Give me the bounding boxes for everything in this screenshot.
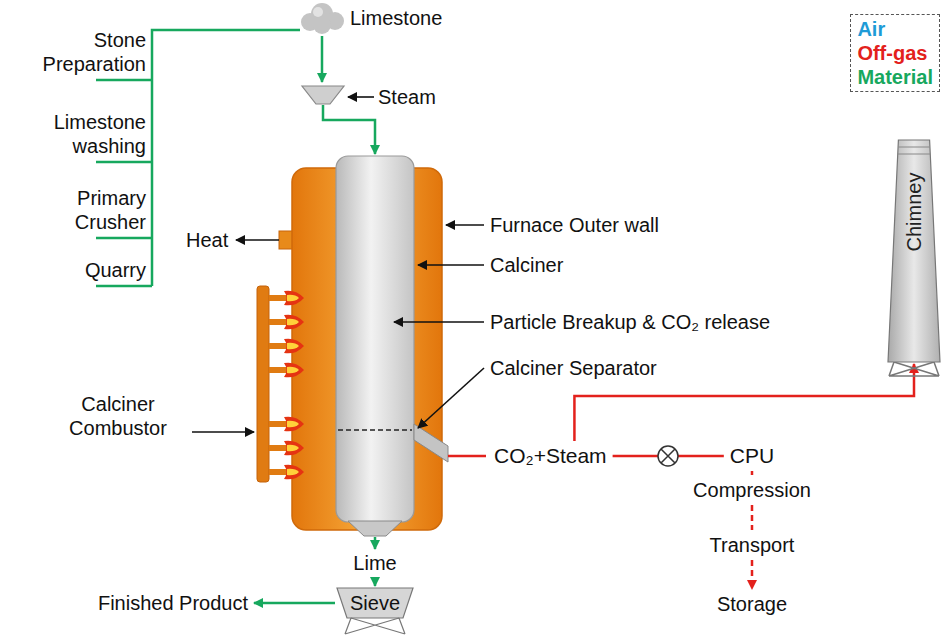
node-label: Sieve: [350, 591, 400, 615]
legend-swatch: Off-gas: [857, 41, 933, 65]
stream-line: [751, 505, 754, 530]
legend-label: Air: [857, 18, 885, 40]
legend-swatch: Air: [857, 17, 933, 41]
limestone-cloud: [301, 3, 344, 34]
node-label: Finished Product: [98, 591, 248, 615]
stream-line: [374, 578, 377, 586]
input-label: Limestone: [350, 6, 442, 30]
part-label: Calciner Separator: [490, 356, 657, 380]
node-label: Compression: [693, 478, 811, 502]
product: Finished Product: [94, 590, 252, 616]
legend-swatch: Material: [857, 65, 933, 89]
legend-label: Off-gas: [857, 42, 927, 64]
stream-line: [751, 471, 754, 475]
leader-arrows: [192, 225, 484, 432]
chimney-label: Chimney: [902, 173, 926, 252]
off-gas-line: [448, 455, 486, 458]
process-step: Limestone washing: [21, 110, 146, 158]
process-step: Storage: [713, 591, 791, 617]
valve-symbol: [658, 446, 678, 466]
stream-line: [254, 602, 335, 605]
input-label: Steam: [378, 85, 436, 109]
process-unit: CPU: [726, 443, 778, 469]
node-label: Storage: [717, 592, 787, 616]
process-step: Primary Crusher: [21, 186, 146, 234]
part-label: Furnace Outer wall: [490, 213, 659, 237]
node-label: CPU: [730, 444, 774, 468]
leader-arrow: [236, 239, 279, 241]
separator-spout: [414, 424, 448, 462]
legend-label: Material: [857, 66, 933, 88]
legend-box: AirOff-gasMaterial: [850, 14, 940, 92]
calciner-column: [336, 156, 414, 522]
process-stream: CO₂+Steam: [490, 443, 611, 469]
material-arrow: [323, 105, 375, 154]
process-step: Transport: [706, 532, 799, 558]
material-arrow: [374, 537, 377, 549]
part-label: Calciner: [490, 253, 563, 277]
process-step: Stone Preparation: [21, 28, 146, 76]
material-arrow: [321, 36, 324, 82]
leader-arrow: [348, 96, 374, 98]
calciner-outlet: [348, 521, 402, 536]
part-label: Calciner Combustor: [48, 392, 188, 440]
node-label: CO₂+Steam: [494, 444, 607, 468]
sieve: Sieve: [337, 588, 413, 618]
burner-manifold: [257, 286, 304, 482]
node-label: Transport: [710, 533, 795, 557]
output-label: Heat: [186, 228, 228, 252]
part-label: Particle Breakup & CO₂ release: [490, 310, 770, 334]
chimney-legs: [889, 362, 939, 376]
feed-hopper: [302, 86, 344, 104]
node-label: Lime: [353, 551, 396, 575]
stream-line: [751, 560, 754, 589]
product: Lime: [349, 550, 400, 576]
process-step: Quarry: [21, 258, 146, 282]
separator-line: [338, 429, 412, 431]
process-step: Compression: [689, 477, 815, 503]
chimney: Chimney: [888, 140, 940, 362]
